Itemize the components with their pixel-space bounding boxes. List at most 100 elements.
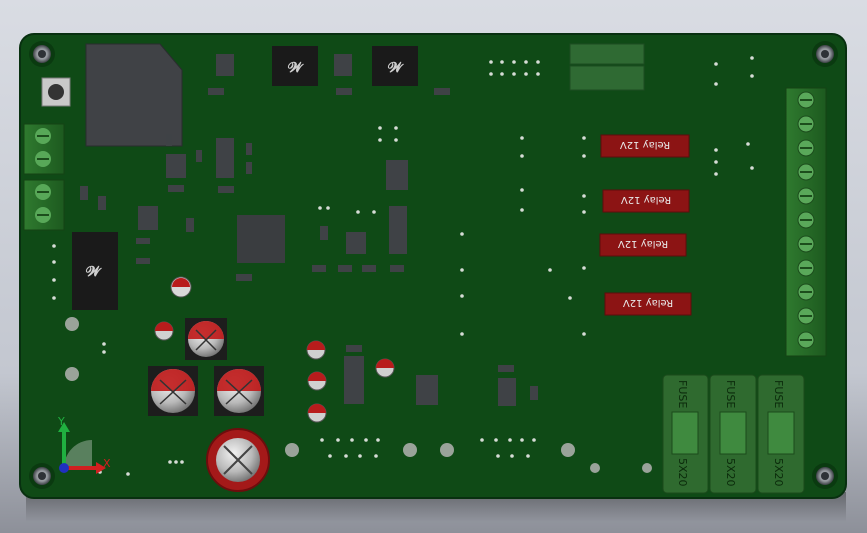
via [582, 266, 586, 270]
mounting-hole-top-right [812, 41, 838, 67]
mounting-hole-top-left [29, 41, 55, 67]
mounting-hole-bottom-right [812, 463, 838, 489]
fuse-holder-1[interactable]: FUSE 5X20 [662, 374, 709, 494]
via [714, 148, 718, 152]
via [328, 454, 332, 458]
via [460, 232, 464, 236]
electrolytic-capacitor-1[interactable] [185, 318, 227, 360]
fuse-label: FUSE [676, 380, 689, 408]
mounting-hole-bottom-left [29, 463, 55, 489]
y-axis-label: Y [57, 415, 65, 428]
trimmer-pot[interactable] [170, 276, 192, 298]
via [714, 62, 718, 66]
via [500, 72, 504, 76]
electrolytic-capacitor-2[interactable] [148, 366, 198, 416]
via [750, 74, 754, 78]
soic-ic-left[interactable]: 𝓦 [72, 232, 118, 310]
via [102, 342, 106, 346]
via [526, 454, 530, 458]
left-screw-terminal-top[interactable] [23, 123, 65, 175]
via [536, 60, 540, 64]
via [520, 208, 524, 212]
relay-label: Relay 12V [620, 139, 670, 150]
fuse-holder-2[interactable]: FUSE 5X20 [709, 374, 757, 494]
large-radial-capacitor[interactable] [206, 428, 270, 492]
via [714, 172, 718, 176]
via [460, 268, 464, 272]
optocoupler-1[interactable]: 𝓦 [272, 46, 318, 86]
via [582, 194, 586, 198]
via [350, 438, 354, 442]
via [582, 332, 586, 336]
left-screw-terminal-bottom[interactable] [23, 179, 65, 231]
right-screw-terminal-block[interactable] [785, 87, 827, 357]
via [714, 160, 718, 164]
fuse-size: 5X20 [724, 458, 737, 487]
via [582, 154, 586, 158]
via [548, 268, 552, 272]
via [374, 454, 378, 458]
via [746, 142, 750, 146]
relay-3[interactable]: Relay 12V [599, 233, 687, 257]
via [378, 138, 382, 142]
via [52, 278, 56, 282]
via [394, 126, 398, 130]
via [52, 296, 56, 300]
via [460, 294, 464, 298]
via [750, 56, 754, 60]
via [372, 210, 376, 214]
relay-1[interactable]: Relay 12V [600, 134, 690, 158]
x-axis-label: X [103, 457, 111, 470]
via [180, 460, 184, 464]
via [520, 154, 524, 158]
via [489, 72, 493, 76]
small-capacitor-4 [307, 403, 327, 423]
fuse-holder-3[interactable]: FUSE 5X20 [757, 374, 805, 494]
smd-components [80, 54, 538, 406]
optocoupler-2[interactable]: 𝓦 [372, 46, 418, 86]
via [174, 460, 178, 464]
via [318, 206, 322, 210]
relay-2[interactable]: Relay 12V [602, 189, 690, 213]
push-button-switch[interactable] [41, 77, 71, 107]
small-capacitor-5 [375, 358, 395, 378]
small-capacitor-2 [306, 340, 326, 360]
via [489, 60, 493, 64]
via [582, 210, 586, 214]
relay-4[interactable]: Relay 12V [604, 292, 692, 316]
test-points [65, 317, 652, 473]
via [520, 438, 524, 442]
via [168, 460, 172, 464]
via [532, 438, 536, 442]
via [320, 438, 324, 442]
via [750, 166, 754, 170]
via [524, 60, 528, 64]
pin-header-block[interactable] [569, 43, 645, 91]
fuse-label: FUSE [772, 380, 785, 408]
via [52, 260, 56, 264]
via [376, 438, 380, 442]
electrolytic-capacitor-3[interactable] [214, 366, 264, 416]
ic-logo-icon: 𝓦 [287, 60, 304, 76]
via [126, 472, 130, 476]
via [480, 438, 484, 442]
power-inductor[interactable] [85, 43, 183, 147]
via [364, 438, 368, 442]
via [520, 188, 524, 192]
via [336, 438, 340, 442]
via [460, 332, 464, 336]
relay-label: Relay 12V [623, 297, 673, 308]
via [358, 454, 362, 458]
via [714, 82, 718, 86]
ic-logo-icon: 𝓦 [387, 60, 404, 76]
via [520, 136, 524, 140]
via [512, 60, 516, 64]
via [102, 350, 106, 354]
fuse-size: 5X20 [676, 458, 689, 487]
microcontroller-chip[interactable] [237, 215, 285, 263]
via [344, 454, 348, 458]
via [326, 206, 330, 210]
via [378, 126, 382, 130]
via [536, 72, 540, 76]
